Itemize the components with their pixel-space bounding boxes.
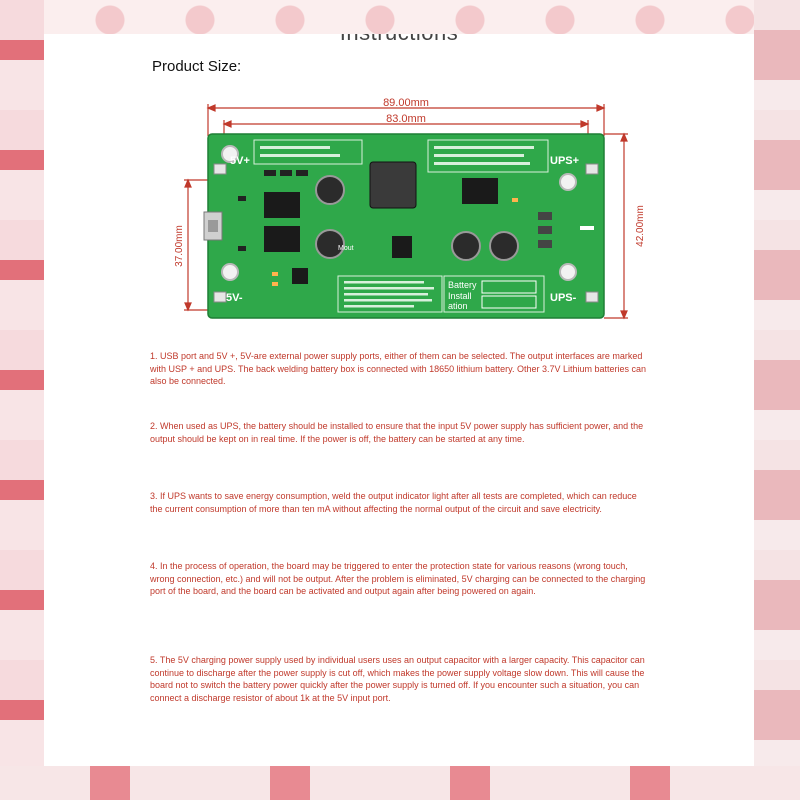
instruction-sheet: Instructions Product Size:	[44, 34, 754, 766]
label-mout: Mout	[338, 245, 354, 252]
capacitor-icon	[315, 175, 519, 261]
dim-left-height: 37.00mm	[174, 225, 185, 267]
mount-hole-icon	[221, 263, 239, 281]
instruction-item-4: 4. In the process of operation, the boar…	[150, 561, 646, 596]
inductor-icon	[369, 161, 417, 209]
page-title: Instructions	[44, 34, 754, 46]
dim-outer-width: 89.00mm	[383, 97, 429, 109]
dim-right-height: 42.00mm	[635, 205, 646, 247]
mount-hole-icon	[559, 173, 577, 191]
mosfet-chip-icon	[264, 178, 498, 284]
instruction-item-1: 1. USB port and 5V +, 5V-are external po…	[150, 351, 647, 386]
label-battery: Battery	[448, 280, 477, 290]
label-install: Install	[448, 291, 472, 301]
mount-hole-icon	[221, 145, 239, 163]
product-size-diagram: 89.00mm 83.0mm 37.00mm 42.00mm 5V+	[152, 96, 652, 336]
dim-inner-width: 83.0mm	[386, 113, 426, 125]
label-5v-minus: 5V-	[226, 292, 243, 304]
decorative-right-border	[754, 0, 800, 800]
decorative-bottom-border	[0, 766, 800, 800]
instruction-item-2: 2. When used as UPS, the battery should …	[150, 421, 644, 444]
mount-hole-icon	[559, 263, 577, 281]
instruction-item-3: 3. If UPS wants to save energy consumpti…	[150, 491, 637, 514]
board-diagram-svg: 89.00mm 83.0mm 37.00mm 42.00mm 5V+	[174, 97, 646, 320]
label-ation: ation	[448, 301, 468, 311]
label-5v-plus: 5V+	[230, 155, 250, 167]
product-size-label: Product Size:	[152, 58, 242, 75]
label-ups-plus: UPS+	[550, 155, 579, 167]
battery-outline	[443, 275, 545, 313]
instruction-item-5: 5. The 5V charging power supply used by …	[150, 655, 645, 703]
label-ups-minus: UPS-	[550, 292, 577, 304]
decorative-left-border	[0, 0, 44, 800]
